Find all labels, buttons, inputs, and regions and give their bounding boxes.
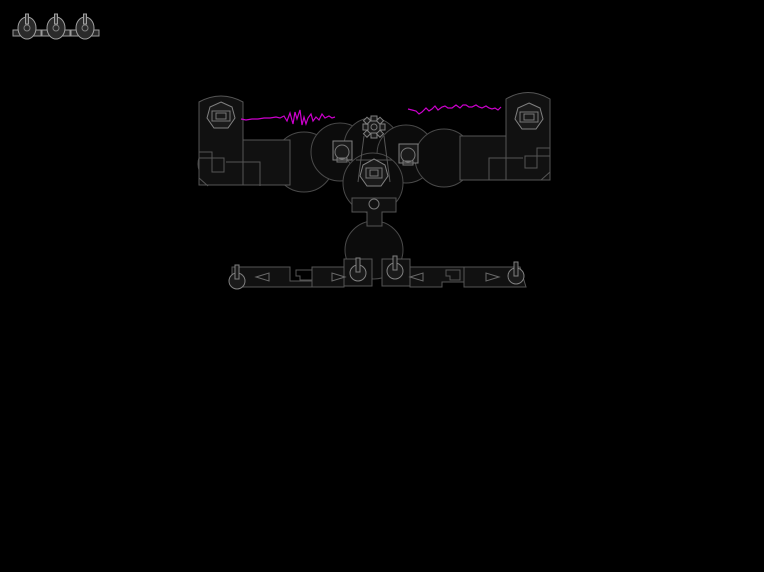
boss-ship <box>197 92 551 290</box>
right-wing-conduit <box>524 147 550 169</box>
arrow-right-icon <box>485 272 501 282</box>
energy-beam-left <box>240 109 336 127</box>
core-port <box>368 198 380 210</box>
square-turret-icon <box>332 140 353 163</box>
cannon-icon <box>349 257 367 282</box>
core-neck <box>351 197 397 227</box>
cannon-icon <box>507 261 525 285</box>
hex-turret-icon <box>359 158 389 187</box>
core-strut <box>357 135 391 183</box>
arrow-right-icon <box>331 272 347 282</box>
left-wing-conduit <box>199 151 225 173</box>
left-wing-conduit <box>226 161 261 186</box>
hex-turret-icon <box>514 102 544 130</box>
turrets <box>206 101 544 187</box>
gear-emitter-icon <box>362 115 386 139</box>
right-wing-conduit <box>540 171 551 181</box>
energy-beam-right <box>407 104 502 115</box>
arrow-left-icon <box>254 272 270 282</box>
cannons <box>228 255 525 290</box>
energy-beams <box>240 104 502 127</box>
player-ship-icon <box>12 13 42 40</box>
cannon-icon <box>386 255 404 280</box>
rail-meander <box>295 269 313 281</box>
lives-indicator <box>12 13 100 40</box>
square-turret-icon <box>398 143 419 166</box>
arrow-left-icon <box>408 272 424 282</box>
hex-turret-icon <box>206 101 236 129</box>
rail-meander <box>445 269 461 281</box>
rail-meander <box>289 270 306 282</box>
player-ship-icon <box>70 13 100 40</box>
right-wing-block <box>459 135 507 181</box>
player-ship-icon <box>41 13 71 40</box>
right-wing-conduit <box>488 157 523 180</box>
cannon-icon <box>228 264 246 290</box>
left-wing-conduit <box>198 177 209 187</box>
left-wing-block <box>242 139 291 186</box>
